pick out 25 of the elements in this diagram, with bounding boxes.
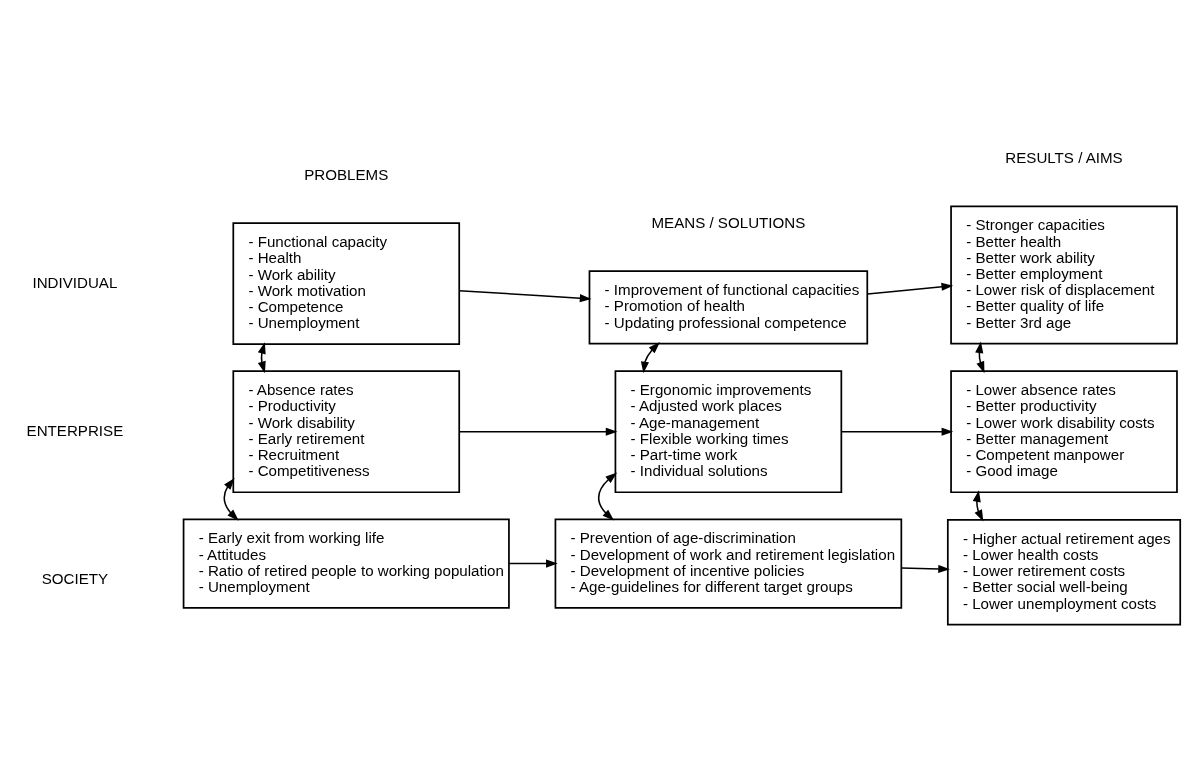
- node-box: - Prevention of age-discrimination - Development of work and retirement legislation - Development of incentive policies - Age-guidelines for different target groups: [554, 517, 903, 609]
- node-box: - Early exit from working life - Attitudes - Ratio of retired people to working population - Unemployment: [182, 517, 510, 609]
- arrow: [597, 472, 618, 521]
- node-box: - Improvement of functional capacities - Promotion of health - Updating professional competence: [588, 269, 869, 344]
- label: INDIVIDUAL: [32, 273, 118, 291]
- label: ENTERPRISE: [26, 421, 124, 439]
- label: RESULTS / AIMS: [1005, 148, 1123, 166]
- node-box: - Functional capacity - Health - Work ability - Work motivation - Competence - Unemployment: [232, 221, 461, 345]
- arrow: [458, 289, 592, 302]
- arrow: [640, 341, 660, 373]
- node-box: - Higher actual retirement ages - Lower health costs - Lower retirement costs - Better social well-being - Lower unemployment costs: [946, 518, 1182, 626]
- arrow: [223, 477, 239, 521]
- arrow: [840, 427, 954, 436]
- node-box: - Ergonomic improvements - Adjusted work places - Age-management - Flexible working times - Part-time work - Individual solutions: [614, 369, 843, 493]
- node-box: - Stronger capacities - Better health - Better work ability - Better employment - Lower risk of displacement - Better quality of life - Better 3rd age: [950, 204, 1178, 344]
- label: SOCIETY: [41, 569, 109, 587]
- arrow: [458, 427, 618, 436]
- node-box: - Absence rates - Productivity - Work disability - Early retirement - Recruitment - Competitiveness: [232, 369, 461, 493]
- label: MEANS / SOLUTIONS: [651, 213, 806, 231]
- arrow: [972, 489, 984, 522]
- label: PROBLEMS: [304, 165, 389, 183]
- arrow: [900, 564, 950, 573]
- node-box: - Lower absence rates - Better productivity - Lower work disability costs - Better management - Competent manpower - Good image: [950, 369, 1178, 493]
- arrow: [866, 282, 954, 295]
- arrow: [508, 559, 558, 568]
